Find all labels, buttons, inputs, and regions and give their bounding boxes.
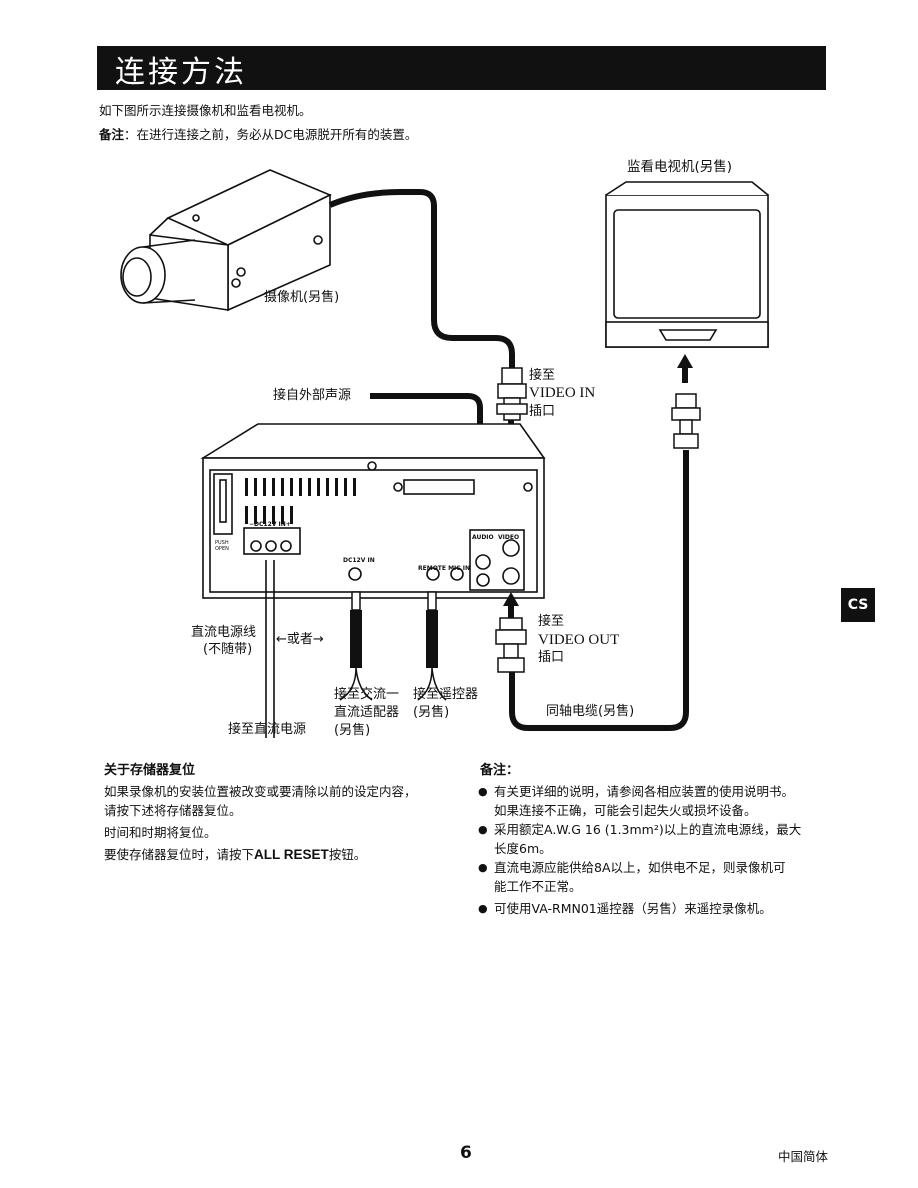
notes-heading: 备注： bbox=[480, 763, 520, 778]
remote-mic-label: REMOTE MIC IN bbox=[418, 565, 471, 572]
language-tab: CS bbox=[841, 588, 875, 622]
note-2-line-2: 长度6m。 bbox=[494, 841, 552, 856]
video-in-label-1: 接至 bbox=[529, 368, 556, 383]
push-open-label-2: OPEN bbox=[215, 546, 229, 552]
memory-reset-line-4: 要使存储器复位时，请按下ALL RESET按钮。 bbox=[104, 845, 366, 864]
page-title: 连接方法 bbox=[115, 55, 247, 90]
remote-label-1: 接至遥控器 bbox=[413, 687, 479, 702]
arrow-to-monitor bbox=[677, 354, 693, 383]
dc-jack-label: DC12V IN bbox=[343, 557, 375, 564]
dc-source-label: 接至直流电源 bbox=[228, 722, 307, 737]
external-audio-label: 接自外部声源 bbox=[273, 388, 352, 403]
note-1-line-2: 如果连接不正确，可能会引起失火或损坏设备。 bbox=[494, 803, 757, 818]
reset-prefix: 要使存储器复位时，请按下 bbox=[104, 847, 255, 862]
coax-cable-label: 同轴电缆(另售) bbox=[546, 704, 635, 719]
note-top: 备注：在进行连接之前，务必从DC电源脱开所有的装置。 bbox=[99, 124, 417, 143]
note-2-line-1: 采用额定A.W.G 16 (1.3mm²)以上的直流电源线，最大 bbox=[494, 822, 802, 837]
video-out-label-1: 接至 bbox=[538, 614, 565, 629]
camera-illustration bbox=[120, 169, 332, 312]
or-label: ←或者→ bbox=[276, 632, 324, 647]
video-out-label-2: VIDEO OUT bbox=[538, 632, 620, 648]
memory-reset-heading: 关于存储器复位 bbox=[104, 763, 196, 778]
dc-cable-label-1: 直流电源线 bbox=[191, 625, 257, 640]
ac-adapter-label-2: 直流适配器 bbox=[334, 705, 400, 720]
page-number: 6 bbox=[460, 1143, 472, 1163]
ac-adapter-label-1: 接至交流一 bbox=[334, 687, 400, 702]
dc-terminal-label: −DC12V IN+ bbox=[249, 521, 291, 528]
remote-label-2: (另售) bbox=[413, 705, 450, 720]
audio-panel-label: AUDIO bbox=[472, 534, 494, 541]
monitor-illustration bbox=[605, 181, 769, 348]
dc-cable-label-2: (不随带) bbox=[203, 642, 253, 657]
all-reset-button-label: ALL RESET bbox=[254, 847, 329, 862]
video-out-label-3: 插口 bbox=[538, 650, 565, 665]
note-4-line-1: 可使用VA-RMN01遥控器（另售）来遥控录像机。 bbox=[494, 901, 772, 916]
note-text: ：在进行连接之前，务必从DC电源脱开所有的装置。 bbox=[124, 127, 418, 142]
memory-reset-line-1: 如果录像机的安装位置被改变或要清除以前的设定内容， bbox=[104, 784, 417, 799]
intro-text: 如下图所示连接摄像机和监看电视机。 bbox=[99, 103, 312, 118]
monitor-label: 监看电视机(另售) bbox=[627, 159, 733, 175]
note-3-line-2: 能工作不正常。 bbox=[494, 879, 582, 894]
note-3-line-1: 直流电源应能供给8A以上，如供电不足，则录像机可 bbox=[494, 860, 786, 875]
note-label: 备注 bbox=[99, 127, 125, 142]
video-in-label-2: VIDEO IN bbox=[529, 385, 596, 401]
title-bar: 连接方法 bbox=[97, 46, 826, 90]
language-label: 中国简体 bbox=[778, 1149, 829, 1164]
push-open-label-1: PUSH bbox=[215, 540, 229, 546]
reset-suffix: 按钮。 bbox=[328, 847, 367, 862]
note-1-line-1: 有关更详细的说明，请参阅各相应装置的使用说明书。 bbox=[494, 784, 795, 799]
ac-adapter-label-3: (另售) bbox=[334, 723, 371, 738]
memory-reset-line-2: 请按下述将存储器复位。 bbox=[104, 803, 242, 818]
camera-label: 摄像机(另售) bbox=[264, 290, 340, 305]
memory-reset-line-3: 时间和时期将复位。 bbox=[104, 825, 217, 840]
video-in-label-3: 插口 bbox=[529, 404, 556, 419]
video-panel-label: VIDEO bbox=[498, 534, 520, 541]
